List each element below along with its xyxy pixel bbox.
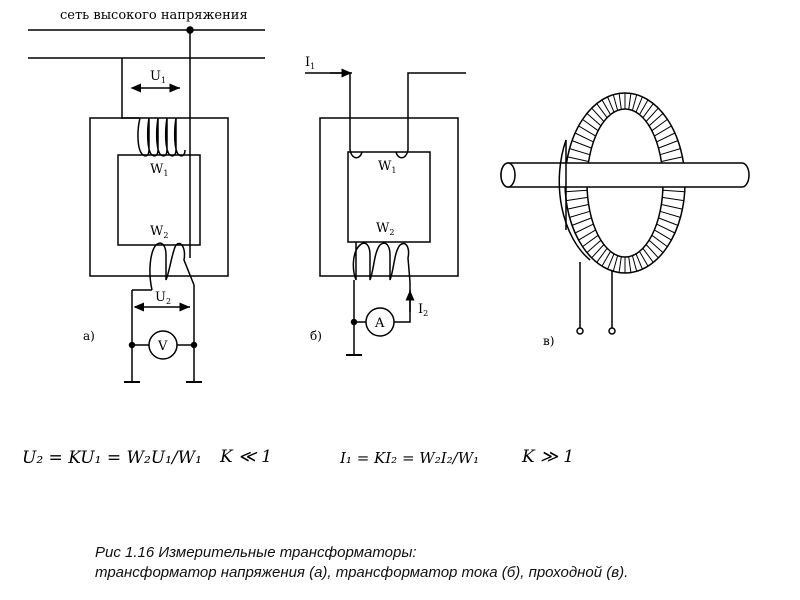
- core-window: [347, 151, 431, 243]
- winding-turn: [565, 189, 588, 193]
- formula-current-condition: K ≫ 1: [521, 447, 574, 467]
- figure-caption: Рис 1.16 Измерительные трансформаторы: т…: [95, 543, 785, 583]
- panel-a-labels: U1 W1 W2 U2 V а): [83, 69, 171, 354]
- winding-turn: [596, 248, 608, 263]
- winding-turn: [566, 196, 588, 202]
- secondary-winding: [352, 242, 411, 283]
- formula-voltage: U₂ = KU₁ = W₂U₁/W₁: [22, 448, 202, 468]
- winding-turn: [591, 107, 605, 122]
- winding-turn: [631, 94, 638, 111]
- winding-turn: [656, 132, 676, 143]
- winding-turn: [662, 196, 684, 202]
- terminal-left: [576, 327, 584, 335]
- svg-text:W2: W2: [376, 221, 394, 237]
- svg-text:I2: I2: [418, 302, 428, 318]
- current-transformer-diagram: [305, 68, 466, 356]
- winding-turn: [661, 156, 683, 162]
- svg-text:W1: W1: [150, 162, 168, 178]
- winding-turn: [628, 93, 632, 110]
- svg-text:I1: I1: [305, 55, 315, 71]
- winding-turn: [659, 210, 681, 218]
- panel-a-label: а): [83, 329, 95, 343]
- ammeter-label: A: [374, 316, 385, 331]
- primary-turn: [349, 149, 409, 159]
- winding-turn: [645, 107, 659, 122]
- winding-turn: [656, 223, 676, 234]
- winding-turn: [645, 244, 659, 259]
- winding-turn: [639, 99, 649, 115]
- caption-line-1: Рис 1.16 Измерительные трансформаторы:: [95, 544, 417, 561]
- winding-turn: [628, 256, 632, 273]
- formula-current: I₁ = KI₂ = W₂I₂/W₁: [339, 449, 479, 467]
- winding-turn: [591, 244, 605, 259]
- winding-turn: [642, 103, 654, 118]
- terminal-right: [608, 327, 616, 335]
- primary-line-in: [305, 72, 351, 150]
- svg-text:U2: U2: [155, 290, 171, 306]
- primary-line-out: [407, 72, 466, 150]
- winding-turn: [596, 103, 608, 118]
- primary-winding: [137, 117, 186, 157]
- winding-turn: [582, 118, 599, 132]
- winding-turn: [586, 239, 602, 253]
- winding-turn: [601, 99, 611, 115]
- formula-voltage-condition: K ≪ 1: [219, 447, 272, 467]
- panel-b-labels: I1 W1 W2 I2 A б): [305, 55, 428, 343]
- voltmeter: [148, 330, 178, 360]
- winding-turn: [586, 113, 602, 127]
- winding-turn: [612, 94, 619, 111]
- winding-turn: [631, 255, 638, 272]
- svg-text:W1: W1: [378, 159, 396, 175]
- winding-turn: [661, 204, 683, 210]
- secondary-winding: [149, 242, 195, 291]
- winding-turn: [654, 125, 672, 137]
- svg-text:U1: U1: [150, 69, 166, 85]
- winding-turn: [618, 256, 622, 273]
- winding-turn: [569, 148, 591, 156]
- winding-turn: [571, 140, 592, 149]
- winding-turn: [648, 113, 664, 127]
- core-outer: [89, 117, 229, 277]
- voltmeter-label: V: [157, 339, 168, 354]
- through-transformer-diagram: [500, 92, 750, 335]
- winding-turn: [651, 234, 668, 248]
- winding-turn: [651, 118, 668, 132]
- winding-turn: [648, 239, 664, 253]
- winding-turn: [578, 229, 596, 241]
- winding-turn: [571, 217, 592, 226]
- winding-turn: [607, 96, 615, 113]
- core-window: [117, 154, 201, 246]
- winding-turn: [607, 253, 615, 270]
- core-outer: [319, 117, 459, 277]
- winding-turn: [578, 125, 596, 137]
- winding-turn: [662, 189, 685, 193]
- winding-turn: [569, 210, 591, 218]
- winding-turn: [639, 251, 649, 267]
- winding-turn: [574, 132, 594, 143]
- panel-b-label: б): [310, 329, 322, 343]
- winding-turn: [612, 255, 619, 272]
- panel-c-label: в): [543, 334, 554, 348]
- winding-turn: [659, 148, 681, 156]
- voltage-transformer-diagram: сеть высокого напряжения: [28, 8, 265, 383]
- winding-turn: [658, 217, 679, 226]
- caption-line-2: трансформатор напряжения (а), трансформа…: [95, 564, 629, 581]
- svg-text:W2: W2: [150, 224, 168, 240]
- winding-turn: [567, 156, 589, 162]
- winding-turn: [635, 253, 643, 270]
- winding-turn: [654, 229, 672, 241]
- winding-turn: [574, 223, 594, 234]
- winding-turn: [642, 248, 654, 263]
- winding-turn: [567, 204, 589, 210]
- network-label: сеть высокого напряжения: [60, 8, 248, 23]
- winding-turn: [601, 251, 611, 267]
- winding-turn: [658, 140, 679, 149]
- conductor-rod: [500, 162, 750, 188]
- winding-turn: [582, 234, 599, 248]
- winding-turn: [618, 93, 622, 110]
- winding-turn: [635, 96, 643, 113]
